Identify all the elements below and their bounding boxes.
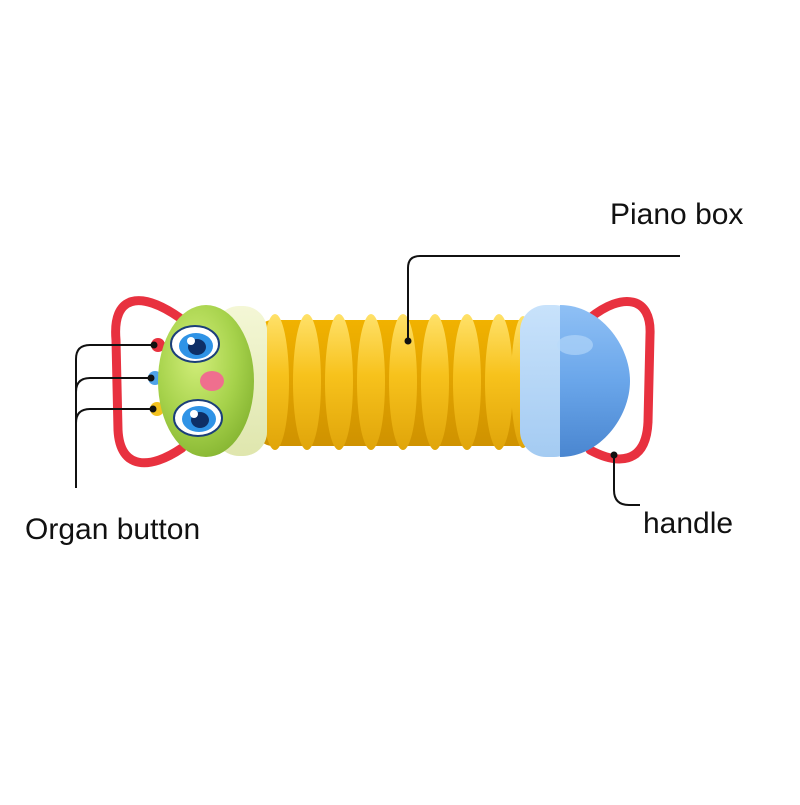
- left-eye-top: [170, 325, 220, 363]
- piano-box-label: Piano box: [610, 198, 744, 231]
- organ-button-leader-3: [75, 408, 153, 424]
- caterpillar-head: [158, 305, 267, 457]
- organ-button-red: [151, 338, 165, 352]
- organ-button-yellow: [150, 402, 164, 416]
- organ-button-label: Organ button: [25, 513, 201, 546]
- left-eye-bottom: [173, 399, 223, 437]
- bellows: [258, 314, 535, 450]
- left-handle: [111, 296, 187, 468]
- organ-button-leader-1: [75, 344, 154, 488]
- handle-label: handle: [643, 507, 734, 540]
- handle-leader: [613, 455, 640, 506]
- leader-lines: [75, 255, 680, 506]
- cheek: [200, 371, 224, 391]
- organ-button-leader-2: [75, 377, 151, 393]
- bellows-pleats: [261, 314, 535, 450]
- piano-box-leader: [407, 255, 680, 340]
- piano-box-end: [520, 305, 630, 457]
